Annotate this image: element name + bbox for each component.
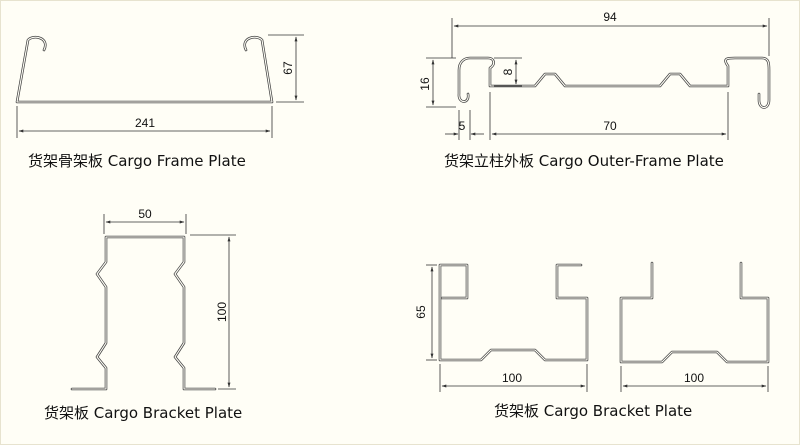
outer-frame-flange-label: 5: [459, 119, 466, 133]
bracket-a-width-label: 50: [138, 207, 152, 221]
bracket-b-height-label: 65: [414, 305, 428, 319]
bracket-plate-caption-b: 货架板 Cargo Bracket Plate: [494, 402, 692, 420]
bracket-a-height-label: 100: [215, 302, 229, 322]
bracket-plate-profile-b-left: [438, 263, 589, 362]
frame-plate-caption: 货架骨架板 Cargo Frame Plate: [28, 152, 246, 170]
cargo-frame-plate-diagram: 67 241 货架骨架板 Cargo Frame Plate: [15, 34, 304, 170]
outer-frame-lip-label: 8: [501, 68, 515, 75]
cargo-outer-frame-plate-diagram: 94 16 8 5 70 货架立柱外板 Cargo Outer-Frame Pl…: [418, 10, 771, 170]
bracket-b-width-left-label: 100: [502, 371, 522, 385]
bracket-plate-profile-b-right: [619, 261, 770, 364]
frame-plate-profile: [15, 36, 274, 104]
frame-plate-width-label: 241: [135, 116, 155, 130]
bracket-plate-profile-a: [70, 235, 217, 391]
outer-frame-plate-caption: 货架立柱外板 Cargo Outer-Frame Plate: [444, 152, 724, 170]
cargo-bracket-plate-diagram-a: 50 100 货架板 Cargo Bracket Plate: [44, 207, 242, 422]
cargo-bracket-plate-diagram-b: 65 100 100 货架板 Cargo Bracket Plate: [414, 261, 770, 420]
bracket-b-width-right-label: 100: [684, 371, 704, 385]
outer-frame-left-height-label: 16: [418, 77, 432, 91]
frame-plate-height-label: 67: [281, 61, 295, 75]
outer-frame-web-label: 70: [603, 119, 617, 133]
bracket-plate-caption-a: 货架板 Cargo Bracket Plate: [44, 404, 242, 422]
outer-frame-plate-profile: [457, 56, 771, 109]
outer-frame-overall-width-label: 94: [603, 10, 617, 24]
